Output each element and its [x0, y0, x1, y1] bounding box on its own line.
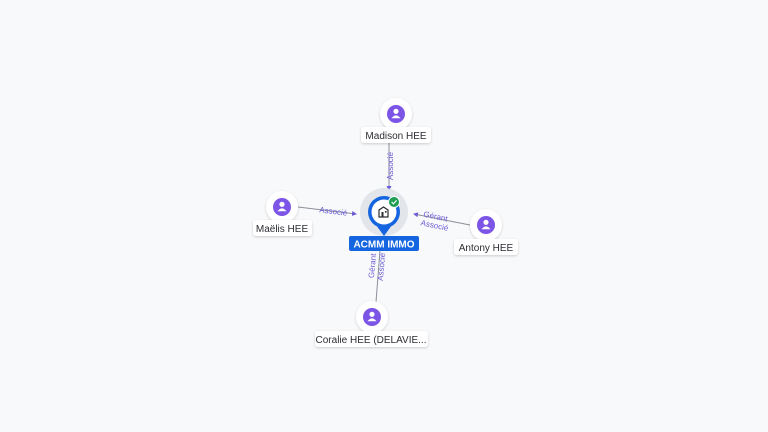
check-icon [388, 196, 400, 208]
person-icon [387, 105, 405, 123]
person-icon [477, 216, 495, 234]
person-icon [273, 198, 291, 216]
person-label-maelis: Maëlis HEE [256, 224, 309, 235]
edge-antony: Gérant Associé [413, 210, 471, 233]
edge-label-maelis-0: Associé [319, 205, 348, 217]
person-node-madison[interactable]: Madison HEE [361, 98, 431, 143]
person-icon [363, 308, 381, 326]
person-node-antony[interactable]: Antony HEE [454, 209, 518, 255]
building-icon [378, 206, 389, 218]
person-label-antony: Antony HEE [459, 243, 514, 254]
edge-label-coralie-0: Gérant [367, 252, 378, 278]
person-label-madison: Madison HEE [365, 131, 426, 142]
edge-label-madison-0: Associé [386, 151, 395, 180]
person-label-coralie: Coralie HEE (DELAVIE... [316, 335, 427, 346]
person-node-coralie[interactable]: Coralie HEE (DELAVIE... [315, 301, 428, 347]
company-node[interactable]: ACMM IMMO [349, 188, 419, 251]
company-label: ACMM IMMO [353, 240, 414, 251]
person-node-maelis[interactable]: Maëlis HEE [253, 191, 312, 236]
edge-maelis: Associé [297, 205, 357, 218]
edge-label-coralie-1: Associé [376, 252, 387, 281]
